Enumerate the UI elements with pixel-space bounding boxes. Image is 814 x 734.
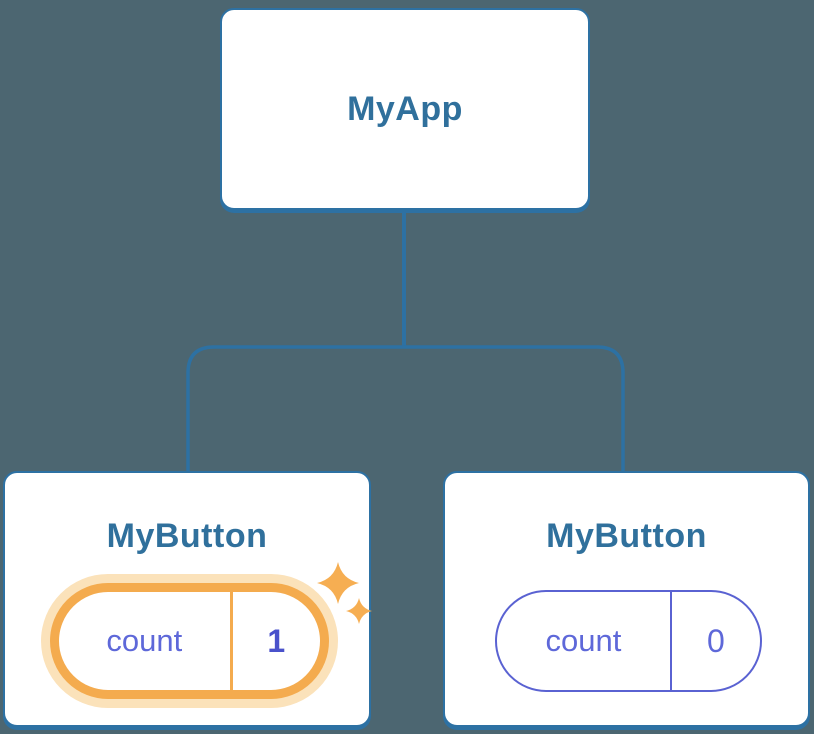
node-title: MyApp [347,89,463,128]
state-key-label: count [106,623,183,658]
node-title: MyButton [546,517,707,555]
state-key-cell: count [497,592,670,690]
state-value-label: 1 [267,622,286,659]
state-value-cell: 1 [229,592,320,690]
node-mybutton-right: MyButton count 0 [443,471,810,727]
state-key-cell: count [59,592,230,690]
sparkles-icon [317,562,372,624]
state-pill-highlighted: count 1 [50,583,329,699]
node-myapp: MyApp [220,8,590,210]
state-value-label: 0 [707,622,725,659]
state-pill: count 0 [495,590,762,692]
node-mybutton-left: MyButton count 1 [3,471,372,727]
state-value-cell: 0 [669,592,760,690]
connector-bracket [186,345,625,471]
node-title: MyButton [106,517,268,555]
state-key-label: count [545,623,622,658]
